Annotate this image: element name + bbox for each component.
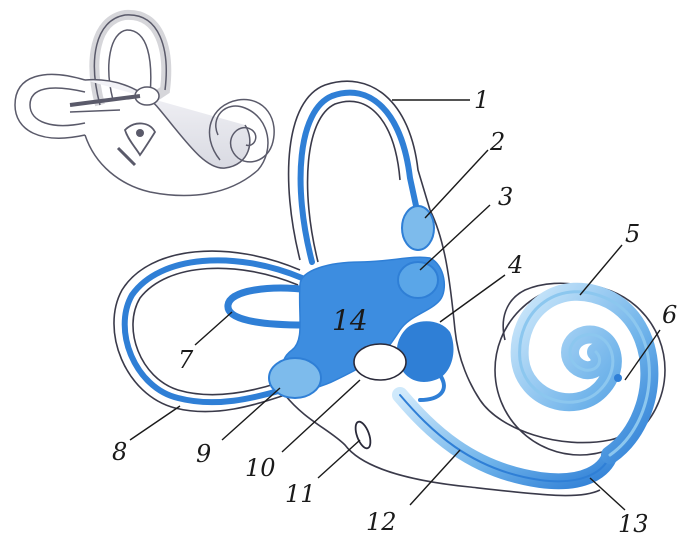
label-9: 9 (196, 440, 211, 468)
label-7: 7 (178, 346, 194, 374)
label-3: 3 (498, 183, 513, 211)
label-6: 6 (662, 301, 677, 329)
label-10: 10 (245, 454, 276, 482)
label-13: 13 (618, 510, 649, 538)
label-8: 8 (112, 438, 127, 466)
label-2: 2 (489, 128, 505, 156)
label-4: 4 (507, 251, 523, 279)
overview-thumbnail (15, 15, 274, 196)
label-11: 11 (285, 480, 316, 508)
label-5: 5 (625, 220, 640, 248)
label-12: 12 (366, 508, 397, 536)
label-14: 14 (332, 304, 368, 337)
label-1: 1 (474, 86, 489, 114)
